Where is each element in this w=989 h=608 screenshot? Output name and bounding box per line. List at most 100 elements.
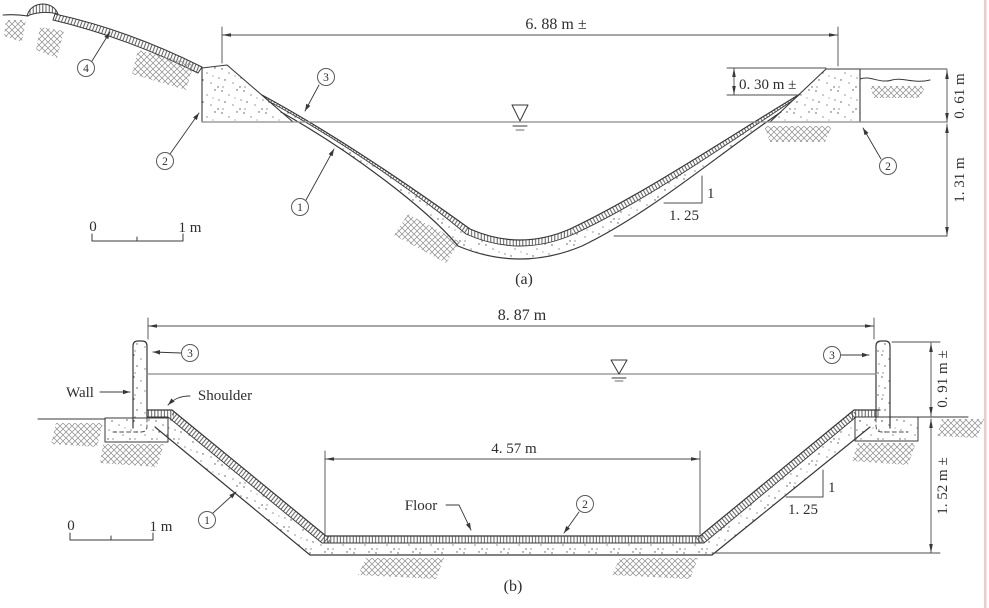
shoulder-label-leader <box>167 395 191 406</box>
callout-1-leader <box>212 491 237 514</box>
callout-3-left: 3 <box>152 344 199 362</box>
callout-1-leader <box>305 148 335 201</box>
earth-hatch-patch <box>937 419 984 438</box>
earth-hatch-patch <box>358 558 444 579</box>
scale-bar: 0 1 m <box>89 219 202 242</box>
earth-hatch-patch <box>51 423 103 447</box>
callout-3-right: 3 <box>823 346 870 364</box>
callout-3-left-leader <box>152 349 182 355</box>
callout-1: 1 <box>291 148 335 216</box>
dim-freeboard <box>859 68 949 123</box>
callout-2-left-badge <box>156 152 174 170</box>
callout-1: 1 <box>198 491 237 529</box>
slope-run-text: 1. 25 <box>669 208 699 224</box>
dim-floor-width-text: 4. 57 m <box>491 441 537 457</box>
excavation-outline <box>280 111 782 260</box>
shoulder-label: Shoulder <box>167 388 252 406</box>
callout-1-badge <box>198 511 216 529</box>
left-wall-buried-foot <box>112 417 148 433</box>
water-level-symbol <box>511 104 529 131</box>
callout-2-right-number: 2 <box>885 161 891 173</box>
earth-hatch-patch <box>100 444 164 467</box>
left-wall-fill <box>133 342 147 424</box>
lining-underside-line <box>269 100 793 247</box>
natural-ground-line <box>859 77 931 82</box>
dim-water-depth <box>613 123 949 237</box>
panel-a-label: (a) <box>515 271 533 288</box>
lining-surface-line <box>146 409 881 537</box>
panel-b-label: (b) <box>504 578 523 595</box>
right-wall <box>875 340 909 433</box>
dim-water-depth-text: 1. 31 m <box>952 157 968 203</box>
earth-hatch-patch <box>612 558 698 579</box>
dim-top-width <box>221 26 839 67</box>
lining-surface-line <box>261 93 801 241</box>
hill-surface-line <box>2 14 29 17</box>
lining-end-caps <box>261 93 801 103</box>
dim-freeboard-text: 0. 91 m ± <box>935 350 951 407</box>
panel-a: 6. 88 m ± 0. 30 m ± 0. 61 m 1. 31 m 1 1.… <box>2 3 968 288</box>
canal-lining-band <box>146 409 881 544</box>
concrete-band-fill <box>270 101 792 259</box>
hillside-slope <box>2 3 203 90</box>
slope-run-text: 1. 25 <box>788 502 818 518</box>
right-wall-outline <box>875 340 891 429</box>
lining-underside-line <box>146 416 881 544</box>
floor-label: Floor <box>405 498 472 531</box>
earth-hatch-patch <box>36 27 64 58</box>
earth-hatch-patch <box>132 50 194 90</box>
callout-4-number: 4 <box>83 63 89 75</box>
slope-rise-text: 1 <box>828 480 836 496</box>
callout-1-number: 1 <box>297 202 303 214</box>
callout-2-right-badge <box>879 157 897 175</box>
callout-3-left-number: 3 <box>187 348 193 360</box>
dim-depth <box>711 418 941 554</box>
right-wall-buried-foot <box>875 417 909 433</box>
dim-depth-text: 1. 52 m ± <box>935 457 951 514</box>
callout-3: 3 <box>304 68 335 112</box>
earth-hatch-patch <box>394 214 460 263</box>
scale-zero-text: 0 <box>67 518 75 534</box>
callout-2-badge <box>576 495 594 513</box>
callout-2-left-leader <box>169 112 200 155</box>
callout-2-right-leader <box>862 127 882 160</box>
dim-top-width <box>147 317 875 340</box>
callout-4-badge <box>77 59 95 77</box>
panel-b: 8. 87 m 4. 57 m 0. 91 m ± 1. 52 m ± 1 1.… <box>37 307 984 595</box>
scale-one-text: 1 m <box>179 220 202 236</box>
earth-hatch-patch <box>870 86 926 98</box>
left-wall-outline <box>132 340 148 429</box>
callout-4-leader <box>91 31 111 62</box>
left-wall <box>112 340 148 433</box>
callout-2-number: 2 <box>582 499 588 511</box>
slope-indicator: 1 1. 25 <box>663 175 715 224</box>
concrete-bedding-band <box>154 417 871 556</box>
scale-bar: 0 1 m <box>67 518 173 541</box>
callout-1-badge <box>291 198 309 216</box>
floor-label-leader <box>445 504 472 531</box>
shoulder-label-text: Shoulder <box>198 388 252 404</box>
scale-zero-text: 0 <box>89 219 97 235</box>
dim-lining-freeboard <box>726 67 827 96</box>
hill-lining-band <box>52 13 203 74</box>
canal-lining-band <box>261 93 801 246</box>
right-wall-fill <box>876 342 890 424</box>
callout-2-left: 2 <box>156 112 200 170</box>
dim-top-width-text: 8. 87 m <box>498 307 547 324</box>
callout-3-leader <box>304 84 320 112</box>
wall-label-text: Wall <box>66 385 94 401</box>
slope-indicator: 1 1. 25 <box>785 469 836 518</box>
wall-label: Wall <box>66 385 131 401</box>
page-edge-line <box>984 0 987 608</box>
callout-2: 2 <box>563 495 594 534</box>
dim-freeboard <box>891 341 941 417</box>
callout-3-right-number: 3 <box>829 350 835 362</box>
callout-1-number: 1 <box>204 515 210 527</box>
earth-hatch-patch <box>4 20 26 42</box>
dim-top-width-text: 6. 88 m ± <box>525 16 586 33</box>
hill-berm-mound <box>26 3 59 17</box>
earth-hatch-patch <box>852 443 916 465</box>
callout-3-badge <box>317 68 335 86</box>
